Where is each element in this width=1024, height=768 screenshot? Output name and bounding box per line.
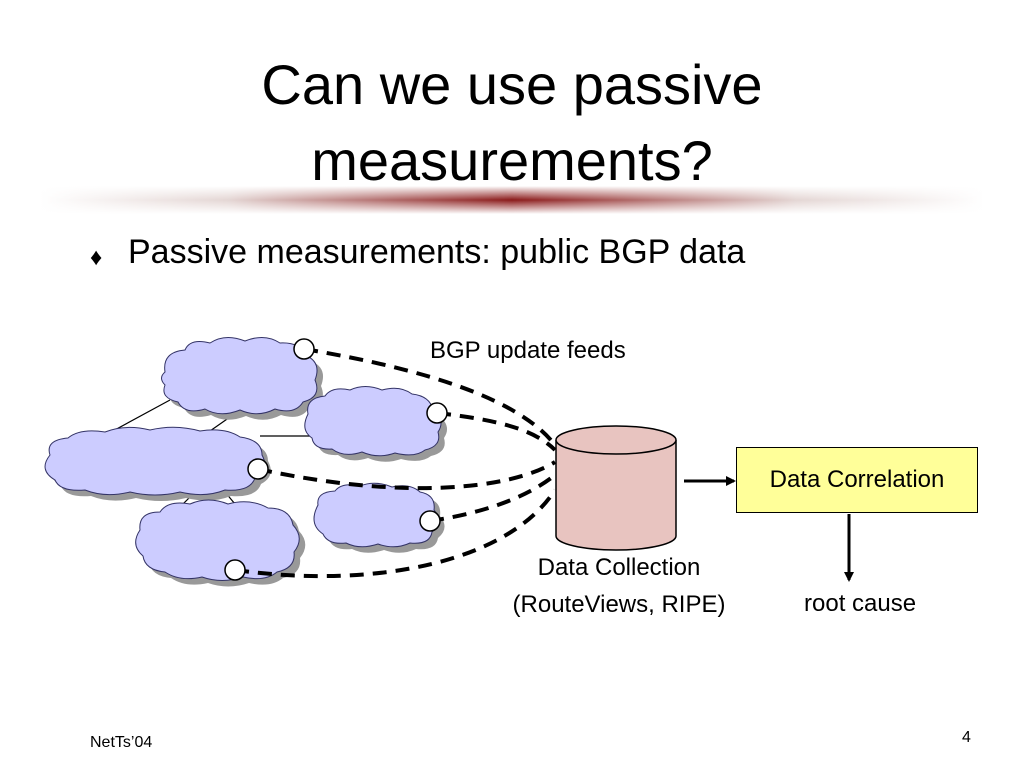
network-cloud-right-upper — [304, 386, 448, 462]
network-cloud-top — [161, 337, 324, 420]
router-node — [419, 510, 441, 532]
bgp-feed-lines — [234, 347, 557, 579]
router-node — [224, 559, 246, 581]
data-collection-sources-label: (RouteViews, RIPE) — [512, 591, 726, 618]
bullet-diamond-icon: ♦ — [90, 244, 103, 271]
slide-title-line-2: measurements? — [311, 129, 713, 192]
network-cloud-right-lower — [313, 482, 445, 553]
footer-conference: NetTs’04 — [90, 734, 153, 751]
network-cloud-bottom — [135, 499, 306, 587]
data-collection-label: Data Collection — [537, 554, 701, 581]
title-divider — [40, 186, 984, 214]
router-node — [247, 458, 269, 480]
data-correlation-box: Data Correlation — [736, 447, 978, 513]
bullet-text: Passive measurements: public BGP data — [128, 233, 746, 271]
bgp-feeds-label: BGP update feeds — [430, 337, 626, 364]
data-collection-cylinder — [555, 425, 677, 551]
data-correlation-label: Data Correlation — [769, 466, 945, 493]
router-nodes — [224, 338, 448, 581]
root-cause-label: root cause — [804, 590, 917, 617]
slide-title-line-1: Can we use passive — [261, 53, 763, 116]
page-number: 4 — [962, 729, 971, 746]
network-cloud-left-large — [44, 426, 271, 501]
router-node — [293, 338, 315, 360]
router-node — [426, 402, 448, 424]
